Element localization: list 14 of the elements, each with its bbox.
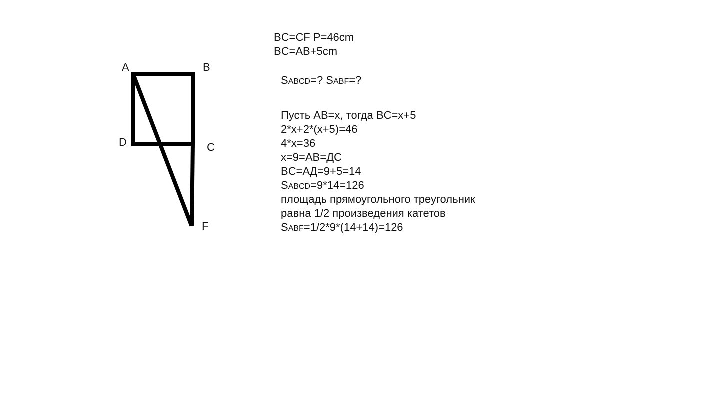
solution-line: x=9=AB=ДC bbox=[281, 152, 342, 165]
point-label: A bbox=[122, 62, 130, 75]
point-label: D bbox=[119, 137, 127, 150]
point-label: F bbox=[202, 221, 209, 234]
solution-line: 4*x=36 bbox=[281, 138, 316, 151]
point-label: B bbox=[203, 62, 210, 75]
given-text: BC=AB+5cm bbox=[274, 46, 338, 59]
solution-line: 2*x+2*(x+5)=46 bbox=[281, 124, 358, 137]
solution-line: площадь прямоугольного треугольник bbox=[281, 194, 476, 207]
solution-line: равна 1/2 произведения катетов bbox=[281, 208, 446, 221]
point-label: C bbox=[207, 142, 215, 155]
given-text: BC=CF P=46cm bbox=[274, 32, 354, 45]
solution-line: BC=AД=9+5=14 bbox=[281, 166, 362, 179]
solution-line: Пусть AB=x, тогда BC=x+5 bbox=[281, 110, 416, 123]
